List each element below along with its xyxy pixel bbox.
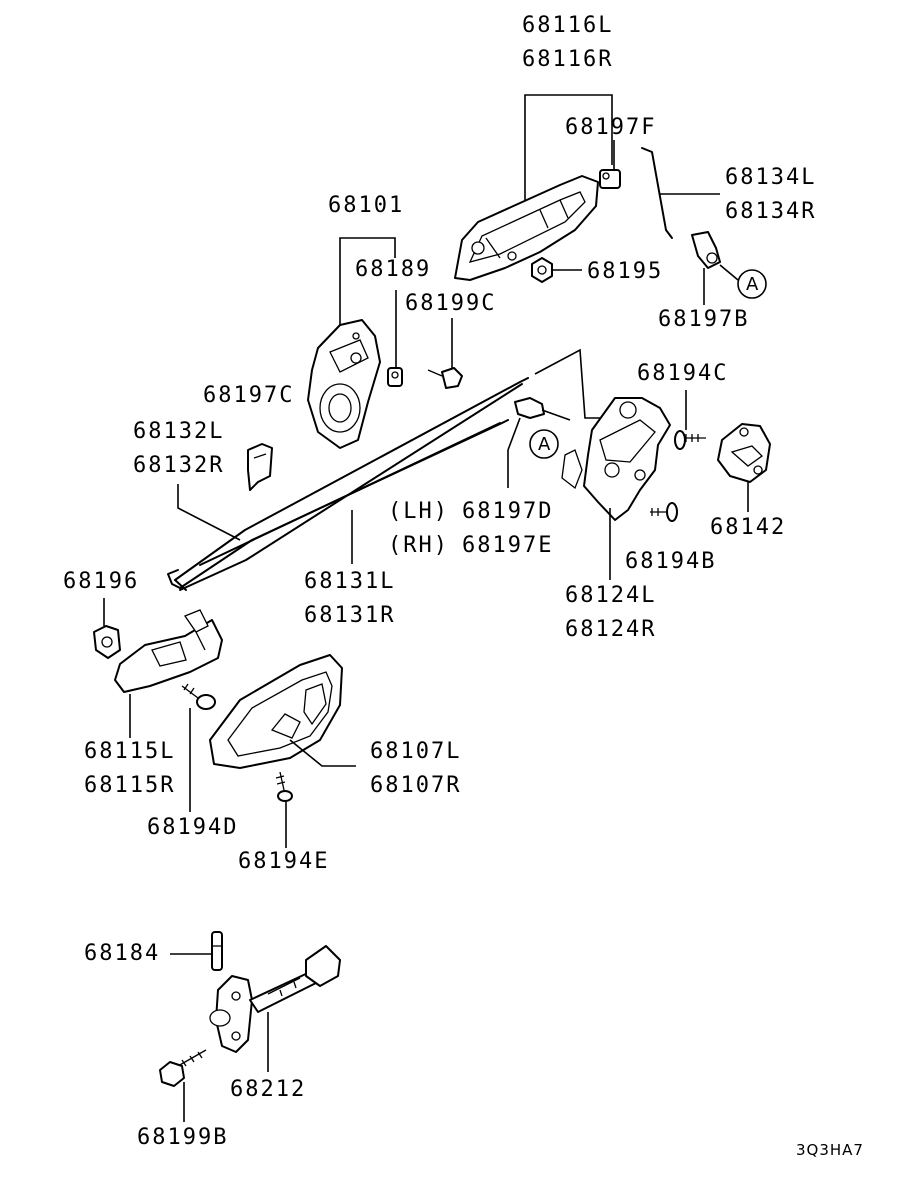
label-68115l: 68115L <box>84 739 176 764</box>
label-68107l: 68107L <box>370 739 462 764</box>
label-68115r: 68115R <box>84 773 176 798</box>
clip-68196 <box>93 625 121 659</box>
label-68194c: 68194C <box>637 361 729 386</box>
screw-68194c <box>674 430 706 450</box>
door-check-68212 <box>209 945 341 1053</box>
door-lock-part <box>561 397 671 521</box>
clip-68197b <box>691 231 721 269</box>
label-68197d: 68197D <box>462 499 554 524</box>
label-68132l: 68132L <box>133 419 225 444</box>
label-68197f: 68197F <box>565 115 657 140</box>
label-rh: (RH) <box>388 533 449 558</box>
label-68189: 68189 <box>355 257 432 282</box>
clip-68197d <box>514 397 545 419</box>
label-68131l: 68131L <box>304 569 396 594</box>
screw-68194e <box>275 771 293 802</box>
label-68197c: 68197C <box>203 383 295 408</box>
screw-68194b <box>650 502 678 522</box>
clip-68189 <box>387 367 403 387</box>
label-68116r: 68116R <box>522 47 614 72</box>
label-68197b: 68197B <box>658 307 750 332</box>
label-68212: 68212 <box>230 1077 307 1102</box>
nut-68195 <box>531 257 553 283</box>
label-68101: 68101 <box>328 193 405 218</box>
label-68199c: 68199C <box>405 291 497 316</box>
label-68131r: 68131R <box>304 603 396 628</box>
label-68132r: 68132R <box>133 453 225 478</box>
label-68196: 68196 <box>63 569 140 594</box>
label-68195: 68195 <box>587 259 664 284</box>
outside-handle-part <box>454 175 599 281</box>
label-68124r: 68124R <box>565 617 657 642</box>
callout-a-top: A <box>746 274 759 295</box>
striker-68142 <box>717 423 771 483</box>
label-68134l: 68134L <box>725 165 817 190</box>
inner-handle-base-68115 <box>114 609 223 693</box>
callout-a-bottom: A <box>538 434 551 455</box>
bolt-68199b <box>159 1049 207 1087</box>
label-68194d: 68194D <box>147 815 239 840</box>
label-68134r: 68134R <box>725 199 817 224</box>
label-68197e: 68197E <box>462 533 554 558</box>
pin-68184 <box>211 931 223 971</box>
label-68107r: 68107R <box>370 773 462 798</box>
screw-68199c <box>427 367 463 389</box>
label-68194e: 68194E <box>238 849 330 874</box>
screw-68194d <box>181 683 216 710</box>
label-68184: 68184 <box>84 941 161 966</box>
label-68142: 68142 <box>710 515 787 540</box>
label-lh: (LH) <box>388 499 449 524</box>
lock-actuator-part <box>307 319 381 449</box>
label-68124l: 68124L <box>565 583 657 608</box>
label-68194b: 68194B <box>625 549 717 574</box>
clip-68197f <box>599 169 621 189</box>
label-68116l: 68116L <box>522 13 614 38</box>
escutcheon-68107 <box>209 654 343 769</box>
rod-holder-68132 <box>247 443 273 491</box>
label-68199b: 68199B <box>137 1125 229 1150</box>
diagram-code: 3Q3HA7 <box>796 1141 864 1159</box>
